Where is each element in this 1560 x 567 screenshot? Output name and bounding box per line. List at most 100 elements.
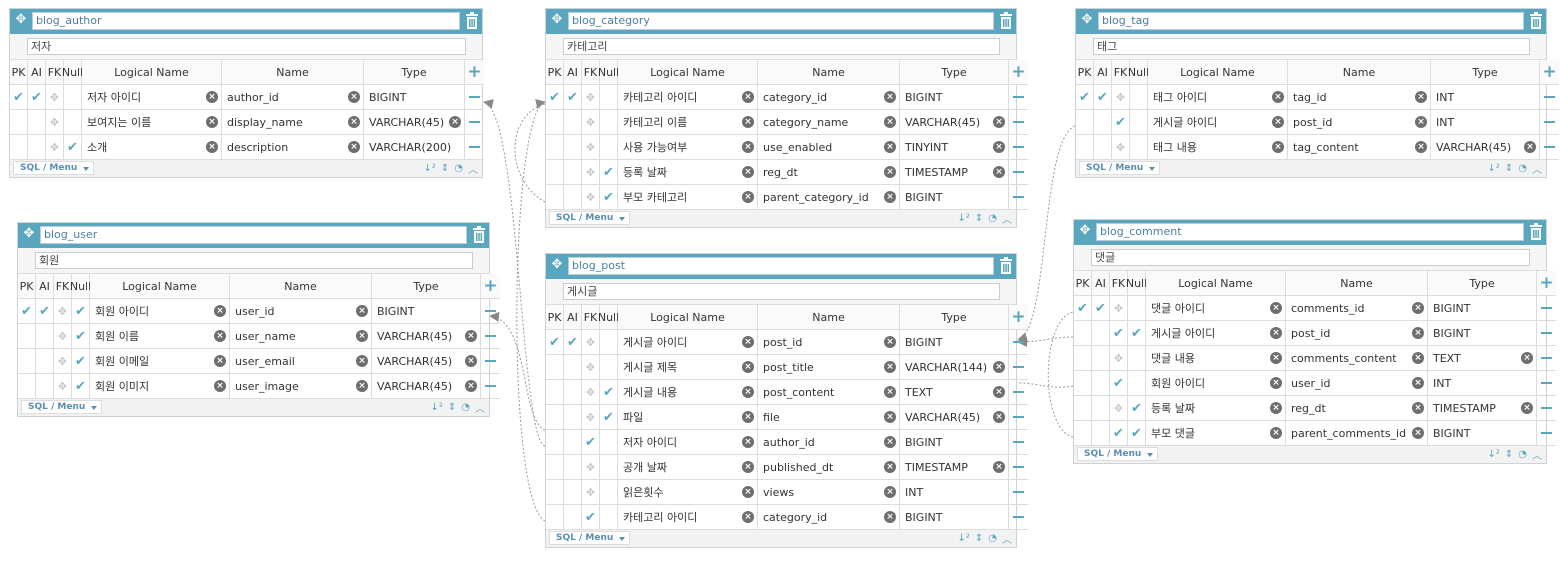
ai-cell[interactable]: ✔ [36, 299, 54, 324]
sql-menu-button[interactable]: SQL / Menu [1077, 447, 1159, 461]
name-cell[interactable]: author_id× [222, 85, 364, 110]
fk-move-icon[interactable]: ✥ [1115, 140, 1126, 154]
sort-icon[interactable]: ↓² [1487, 448, 1500, 460]
name-cell[interactable]: user_id× [230, 299, 372, 324]
fk-cell[interactable]: ✥ [54, 324, 72, 349]
clear-icon[interactable]: × [1412, 352, 1424, 364]
remove-column-button[interactable] [465, 110, 484, 135]
add-column-button[interactable]: + [1540, 60, 1559, 85]
fk-cell[interactable]: ✥ [582, 330, 600, 355]
type-cell[interactable]: BIGINT [900, 430, 1009, 455]
type-cell[interactable]: VARCHAR(45)× [1431, 135, 1540, 160]
type-cell[interactable]: BIGINT [1428, 321, 1537, 346]
clear-icon[interactable]: × [993, 461, 1005, 473]
type-cell[interactable]: BIGINT [372, 299, 481, 324]
fk-cell[interactable]: ✥ [582, 85, 600, 110]
remove-column-button[interactable] [1537, 296, 1556, 321]
pk-cell[interactable] [10, 110, 28, 135]
ai-cell[interactable]: ✔ [1092, 296, 1110, 321]
ai-cell[interactable] [28, 135, 46, 160]
move-icon[interactable]: ✥ [15, 12, 27, 27]
fk-cell[interactable]: ✥ [582, 455, 600, 480]
logical-cell[interactable]: 게시글 제목× [618, 355, 758, 380]
pk-cell[interactable] [546, 505, 564, 530]
logical-cell[interactable]: 소개× [82, 135, 222, 160]
name-cell[interactable]: tag_content× [1288, 135, 1431, 160]
fk-cell[interactable]: ✥ [46, 135, 64, 160]
pk-cell[interactable] [546, 480, 564, 505]
minus-icon[interactable] [1541, 432, 1552, 434]
name-cell[interactable]: display_name× [222, 110, 364, 135]
minus-icon[interactable] [1013, 416, 1024, 418]
pk-cell[interactable] [546, 355, 564, 380]
comment-icon[interactable]: ◔ [1518, 448, 1527, 460]
trash-icon[interactable] [999, 257, 1013, 274]
null-cell[interactable] [600, 430, 618, 455]
minus-icon[interactable] [1013, 491, 1024, 493]
minus-icon[interactable] [485, 385, 496, 387]
logical-cell[interactable]: 게시글 아이디× [1146, 321, 1286, 346]
clear-icon[interactable]: × [214, 330, 226, 342]
table-name-input[interactable]: blog_user [40, 226, 467, 244]
logical-cell[interactable]: 등록 날짜× [618, 160, 758, 185]
table-name-input[interactable]: blog_tag [1098, 12, 1524, 30]
ai-cell[interactable]: ✔ [564, 85, 582, 110]
clear-icon[interactable]: × [993, 141, 1005, 153]
add-column-button[interactable]: + [465, 60, 484, 85]
clear-icon[interactable]: × [214, 380, 226, 392]
ai-cell[interactable] [36, 349, 54, 374]
fk-move-icon[interactable]: ✥ [585, 90, 596, 104]
remove-column-button[interactable] [1537, 421, 1556, 446]
minus-icon[interactable] [1013, 341, 1024, 343]
remove-column-button[interactable] [1009, 430, 1028, 455]
minus-icon[interactable] [469, 96, 480, 98]
minus-icon[interactable] [1013, 146, 1024, 148]
fk-cell[interactable]: ✥ [1110, 296, 1128, 321]
clear-icon[interactable]: × [884, 386, 896, 398]
plus-icon[interactable]: + [1011, 307, 1026, 327]
logical-cell[interactable]: 회원 이메일× [90, 349, 230, 374]
clear-icon[interactable]: × [465, 355, 477, 367]
fk-move-icon[interactable]: ✥ [1113, 301, 1124, 315]
add-column-button[interactable]: + [1537, 271, 1556, 296]
remove-column-button[interactable] [1540, 85, 1559, 110]
comment-icon[interactable]: ◔ [988, 532, 997, 544]
type-cell[interactable]: BIGINT [900, 185, 1009, 210]
name-cell[interactable]: user_name× [230, 324, 372, 349]
type-cell[interactable]: TINYINT× [900, 135, 1009, 160]
clear-icon[interactable]: × [465, 330, 477, 342]
move-icon[interactable]: ✥ [1081, 12, 1093, 27]
pk-cell[interactable] [1074, 371, 1092, 396]
remove-column-button[interactable] [1009, 135, 1028, 160]
logical-cell[interactable]: 회원 이미지× [90, 374, 230, 399]
clear-icon[interactable]: × [884, 141, 896, 153]
clear-icon[interactable]: × [993, 411, 1005, 423]
clear-icon[interactable]: × [206, 91, 218, 103]
type-cell[interactable]: INT [1428, 371, 1537, 396]
remove-column-button[interactable] [1540, 135, 1559, 160]
clear-icon[interactable]: × [884, 91, 896, 103]
name-cell[interactable]: user_image× [230, 374, 372, 399]
null-cell[interactable] [600, 330, 618, 355]
type-cell[interactable]: INT [900, 480, 1009, 505]
logical-cell[interactable]: 회원 아이디× [90, 299, 230, 324]
clear-icon[interactable]: × [1524, 141, 1536, 153]
updown-icon[interactable]: ⇕ [447, 401, 457, 413]
ai-cell[interactable] [564, 380, 582, 405]
clear-icon[interactable]: × [1270, 302, 1282, 314]
fk-cell[interactable]: ✥ [582, 135, 600, 160]
plus-icon[interactable]: + [483, 276, 498, 296]
type-cell[interactable]: VARCHAR(45)× [900, 110, 1009, 135]
pk-cell[interactable]: ✔ [546, 85, 564, 110]
fk-move-icon[interactable]: ✥ [1113, 401, 1124, 415]
null-cell[interactable] [600, 135, 618, 160]
trash-icon[interactable] [999, 12, 1013, 29]
logical-cell[interactable]: 게시글 아이디× [1148, 110, 1288, 135]
fk-cell[interactable]: ✥ [54, 349, 72, 374]
fk-cell[interactable]: ✥ [582, 480, 600, 505]
remove-column-button[interactable] [465, 135, 484, 160]
name-cell[interactable]: category_name× [758, 110, 900, 135]
pk-cell[interactable] [546, 160, 564, 185]
remove-column-button[interactable] [1009, 110, 1028, 135]
logical-cell[interactable]: 공개 날짜× [618, 455, 758, 480]
